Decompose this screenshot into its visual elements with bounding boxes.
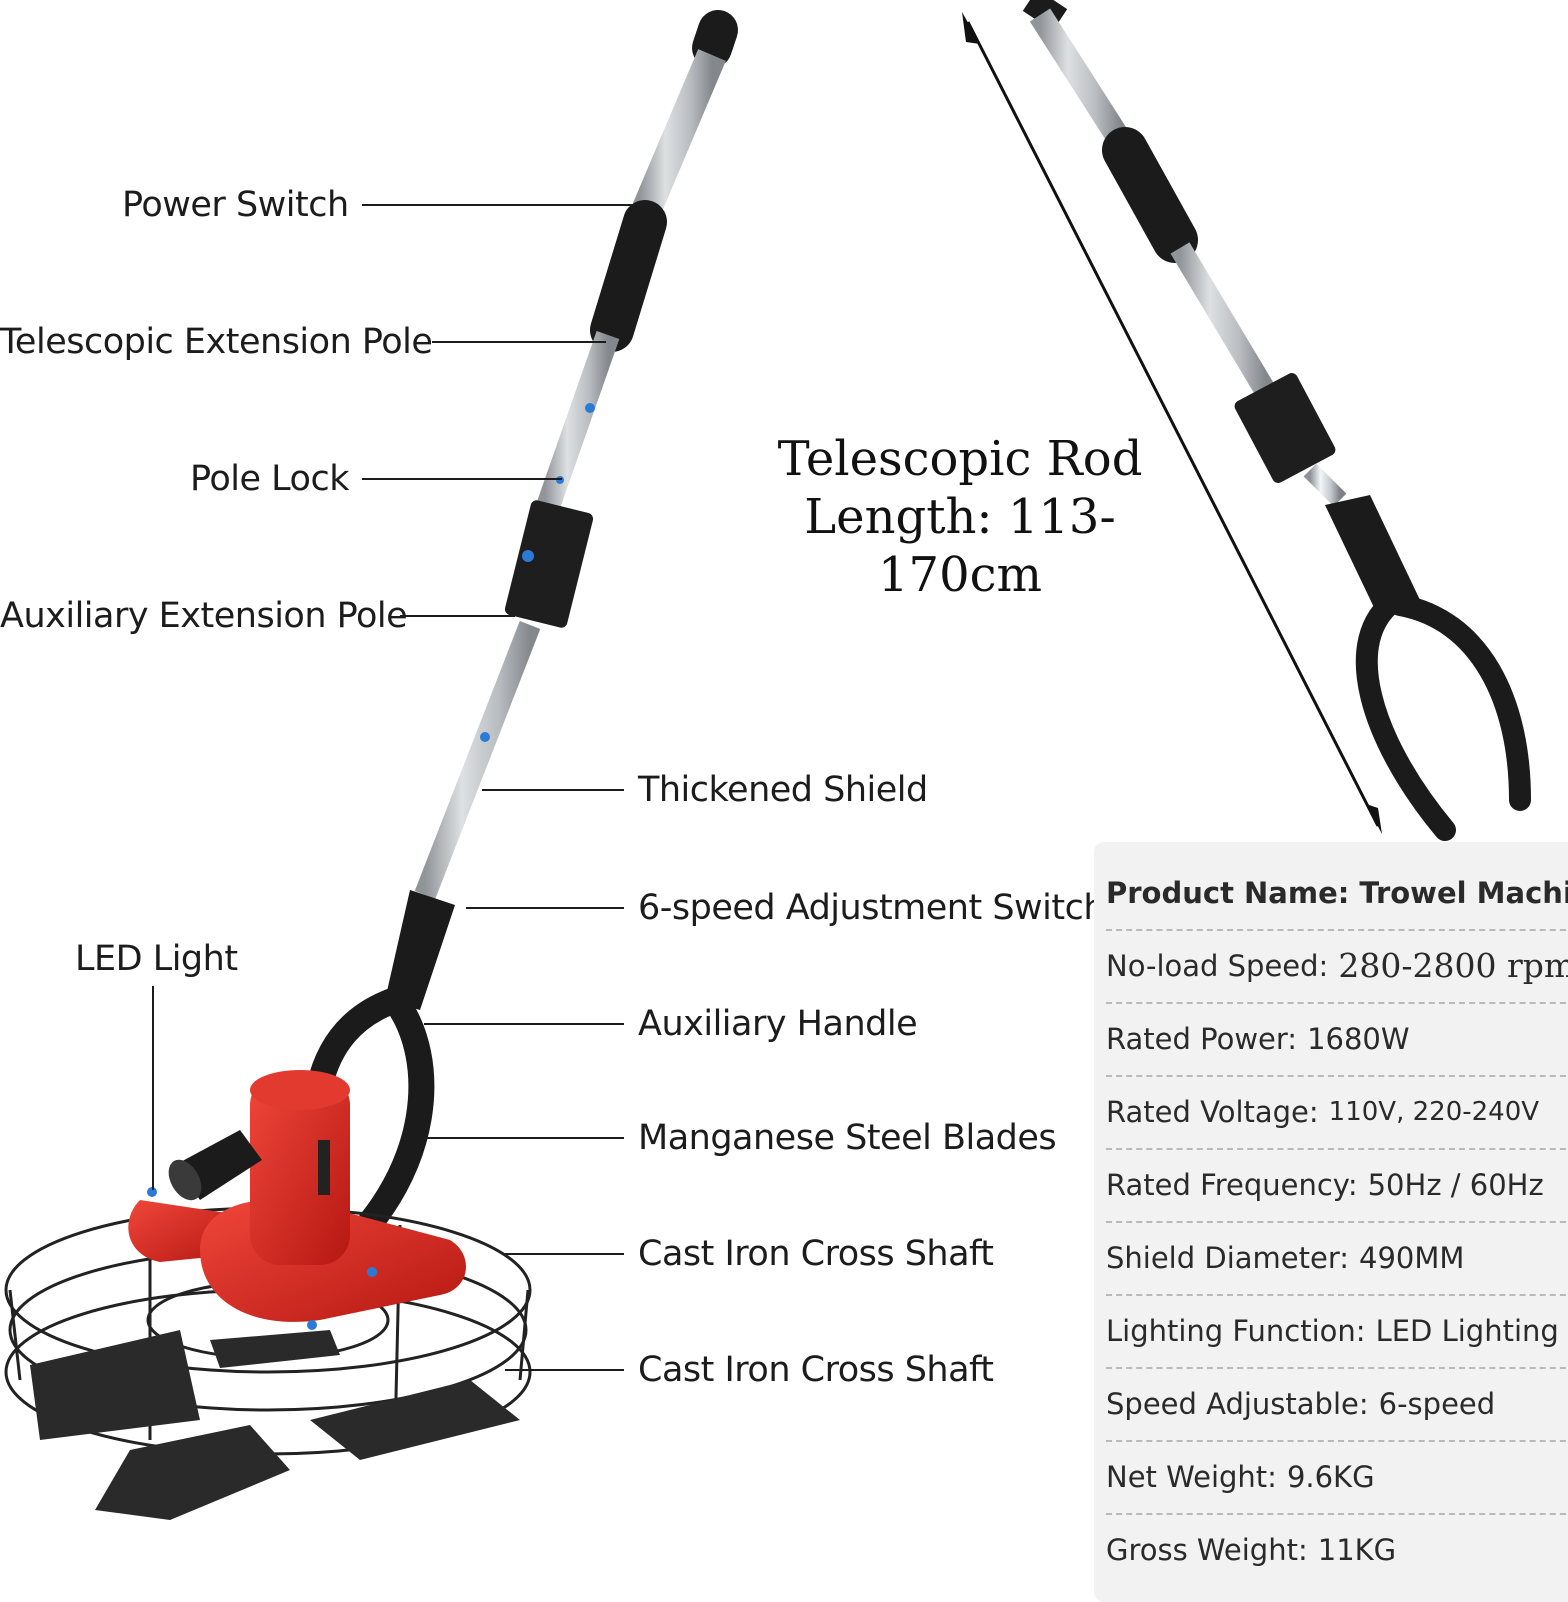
spec-row-net-weight: Net Weight: 9.6KG xyxy=(1106,1440,1568,1515)
spec-value: 9.6KG xyxy=(1286,1459,1375,1494)
label-thickened-shield: Thickened Shield xyxy=(638,770,928,810)
spec-row-shield-diameter: Shield Diameter: 490MM xyxy=(1106,1221,1568,1296)
rod-title-line1: Telescopic Rod xyxy=(777,431,1143,487)
spec-row-no-load-speed: No-load Speed: 280-2800 rpm xyxy=(1106,929,1568,1004)
label-telescopic-extension-pole: Telescopic Extension Pole xyxy=(0,322,433,362)
spec-value: 1680W xyxy=(1307,1021,1410,1056)
callout-lines xyxy=(152,204,648,1371)
label-auxiliary-extension-pole: Auxiliary Extension Pole xyxy=(0,596,408,636)
label-manganese-steel-blades: Manganese Steel Blades xyxy=(638,1118,1057,1158)
trowel-blades xyxy=(30,1330,520,1520)
label-cast-iron-cross-shaft-1: Cast Iron Cross Shaft xyxy=(638,1234,994,1274)
spec-value: LED Lighting xyxy=(1375,1313,1559,1348)
rod-detail xyxy=(1022,0,1531,841)
label-pole-lock: Pole Lock xyxy=(190,459,349,499)
rod-length-title: Telescopic Rod Length: 113-170cm xyxy=(740,430,1180,604)
spec-value: 6-speed xyxy=(1378,1386,1496,1421)
spec-key: Net Weight: xyxy=(1106,1459,1277,1494)
spec-key: Lighting Function: xyxy=(1106,1313,1366,1348)
label-led-light: LED Light xyxy=(75,939,238,979)
label-cast-iron-cross-shaft-2: Cast Iron Cross Shaft xyxy=(638,1350,994,1390)
spec-key: No-load Speed: xyxy=(1106,948,1329,983)
main-pole xyxy=(301,10,738,1263)
spec-row-gross-weight: Gross Weight: 11KG xyxy=(1106,1513,1568,1586)
spec-value: 110V, 220-240V xyxy=(1328,1096,1540,1127)
spec-row-rated-power: Rated Power: 1680W xyxy=(1106,1002,1568,1077)
spec-value: 50Hz / 60Hz xyxy=(1367,1167,1544,1202)
spec-row-rated-frequency: Rated Frequency: 50Hz / 60Hz xyxy=(1106,1148,1568,1223)
spec-value: 280-2800 rpm xyxy=(1338,946,1568,985)
label-power-switch: Power Switch xyxy=(122,185,349,225)
label-speed-adjustment-switch: 6-speed Adjustment Switch xyxy=(638,888,1106,928)
spec-key: Gross Weight: xyxy=(1106,1532,1308,1567)
rod-title-line2: Length: 113-170cm xyxy=(804,489,1116,603)
spec-value: 11KG xyxy=(1317,1532,1397,1567)
spec-row-product-name: Product Name: Trowel Machine xyxy=(1106,856,1568,931)
product-illustration xyxy=(4,0,1531,1520)
spec-key: Rated Frequency: xyxy=(1106,1167,1358,1202)
length-arrow xyxy=(962,12,1382,834)
spec-row-rated-voltage: Rated Voltage: 110V, 220-240V xyxy=(1106,1075,1568,1150)
spec-row-speed-adjustable: Speed Adjustable: 6-speed xyxy=(1106,1367,1568,1442)
spec-value: Trowel Machine xyxy=(1359,875,1568,910)
spec-row-lighting-function: Lighting Function: LED Lighting xyxy=(1106,1294,1568,1369)
label-auxiliary-handle: Auxiliary Handle xyxy=(638,1004,918,1044)
spec-key: Rated Voltage: xyxy=(1106,1094,1319,1129)
motor-body xyxy=(128,1070,467,1330)
spec-key: Rated Power: xyxy=(1106,1021,1298,1056)
spec-value: 490MM xyxy=(1359,1240,1465,1275)
spec-key: Shield Diameter: xyxy=(1106,1240,1350,1275)
led-lamp xyxy=(147,1130,262,1201)
spec-key: Speed Adjustable: xyxy=(1106,1386,1369,1421)
spec-key: Product Name: xyxy=(1106,875,1350,910)
